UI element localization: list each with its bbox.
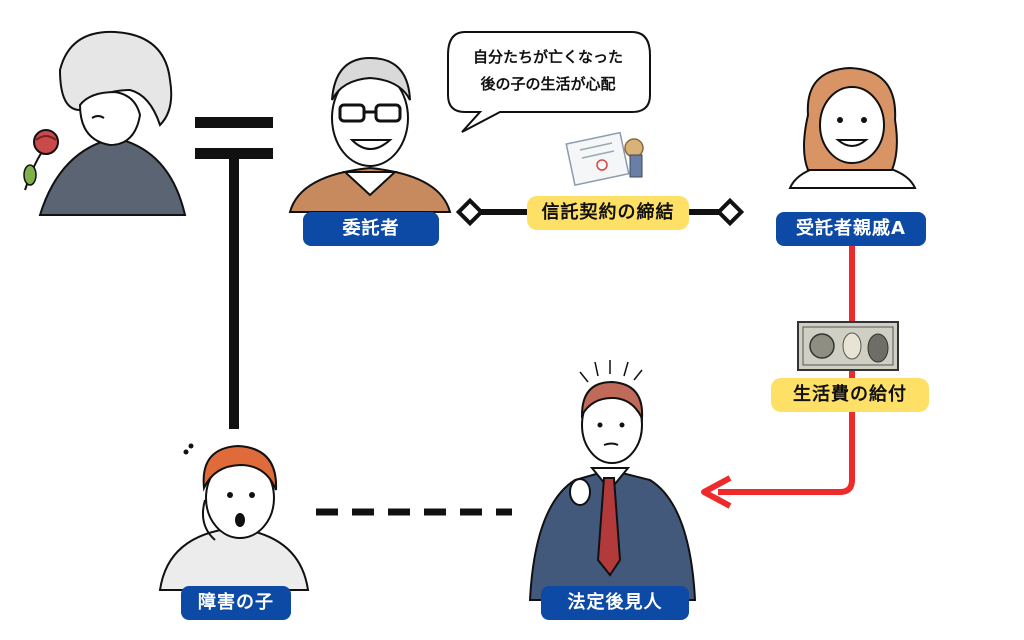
contract-line-diamond-left (455, 197, 485, 227)
settlor-label: 委託者 (303, 212, 439, 246)
arrow-head-icon (701, 475, 732, 509)
living-expense-label: 生活費の給付 (771, 378, 929, 412)
trustee-illustration (788, 66, 917, 189)
speech-bubble-line-2: 後の子の生活が心配 (480, 75, 616, 93)
child-label: 障害の子 (181, 586, 291, 620)
contract-line-diamond-right (715, 197, 745, 227)
marriage-bar-bottom (195, 148, 273, 159)
speech-bubble-text: 自分たちが亡くなった 後の子の生活が心配 (458, 44, 638, 98)
speech-bubble-line-1: 自分たちが亡くなった (472, 48, 623, 66)
contract-label: 信託契約の締結 (527, 196, 689, 230)
banknote-icon (797, 321, 899, 371)
family-line (229, 159, 239, 429)
guardian-illustration (528, 360, 697, 601)
guardian-label: 法定後見人 (541, 586, 689, 620)
contract-document-icon (565, 131, 644, 187)
speech-bubble (447, 31, 651, 133)
payment-flow-arrow (718, 242, 855, 495)
mother-illustration (23, 30, 207, 222)
child-illustration (158, 443, 310, 595)
trustee-label: 受託者親戚A (776, 212, 926, 246)
marriage-bar-top (195, 117, 273, 128)
settlor-illustration (288, 56, 452, 213)
